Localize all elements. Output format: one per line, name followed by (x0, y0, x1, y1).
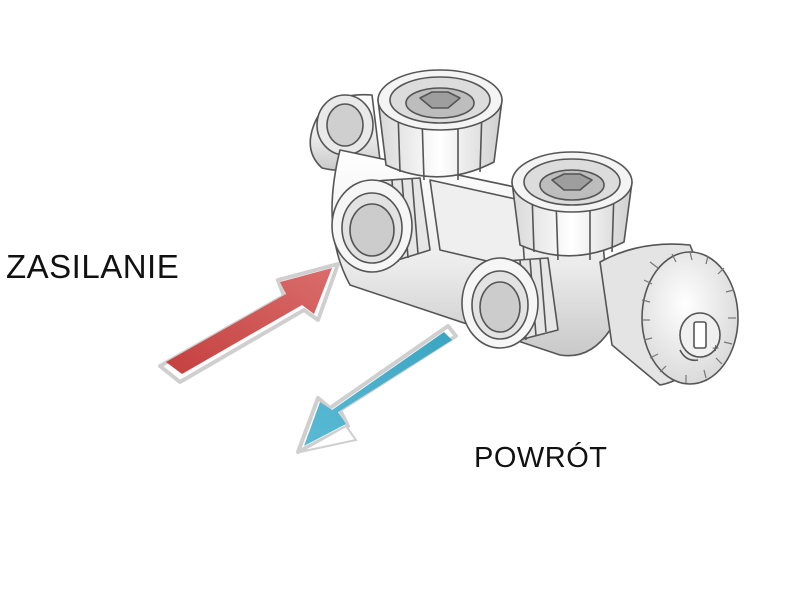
valve-icon: + (309, 69, 739, 386)
return-arrow-icon (296, 324, 458, 454)
svg-text:+: + (712, 341, 719, 355)
supply-arrow-icon (158, 262, 340, 384)
supply-label: ZASILANIE (6, 248, 180, 285)
return-label: POWRÓT (474, 442, 608, 474)
